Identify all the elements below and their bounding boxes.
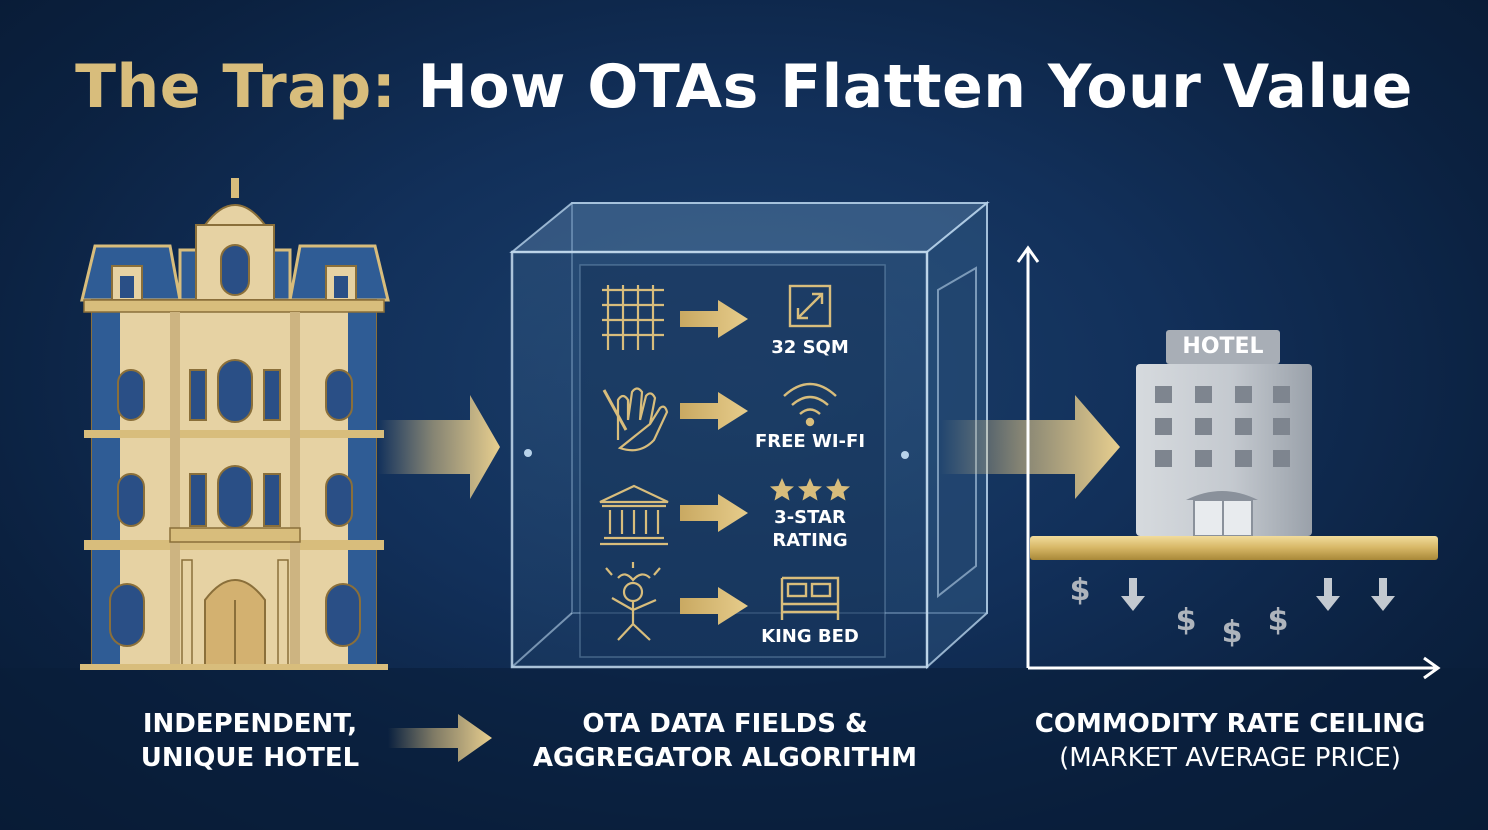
flow-arrow-2 (940, 395, 1120, 499)
field-label-line: KING BED (761, 626, 859, 647)
price-axes (1016, 245, 1441, 680)
y-axis-arrowhead (1016, 245, 1040, 263)
stage-label-line: COMMODITY RATE CEILING (1034, 709, 1426, 739)
page-title: The Trap: How OTAs Flatten Your Value (0, 52, 1488, 122)
down-arrow-icon (1371, 578, 1395, 611)
expand-arrows-icon (788, 284, 832, 328)
stage-label-line: OTA DATA FIELDS & (582, 709, 868, 739)
dollar-sign: $ (1222, 615, 1243, 650)
down-arrow-icon (1121, 578, 1145, 611)
title-rest: How OTAs Flatten Your Value (417, 52, 1413, 122)
bottom-flow-arrow (388, 714, 492, 762)
pattern-icon (602, 285, 664, 350)
field-label-wifi: FREE WI-FI (730, 430, 890, 453)
x-axis-arrowhead (1423, 656, 1441, 680)
commodity-hotel-illustration (1136, 364, 1312, 537)
floor-band (0, 668, 1488, 830)
stage-label-subline: (MARKET AVERAGE PRICE) (1059, 743, 1401, 773)
relaxed-guest-icon (605, 562, 661, 641)
title-highlight: The Trap: (75, 52, 397, 122)
field-label-line: 3-STAR (774, 507, 846, 528)
down-arrow-icon (1316, 578, 1340, 611)
heritage-building-icon (599, 484, 669, 546)
field-label-line: 32 SQM (771, 337, 849, 358)
dollar-sign: $ (1176, 603, 1197, 638)
dollar-sign: $ (1070, 573, 1091, 608)
field-label-rating: 3-STAR RATING (740, 506, 880, 552)
stage-label-independent-hotel: INDEPENDENT, UNIQUE HOTEL (70, 707, 430, 775)
downward-price-arrows (1121, 578, 1395, 611)
rate-ceiling-bar (1030, 536, 1438, 560)
stage-label-rate-ceiling: COMMODITY RATE CEILING (MARKET AVERAGE P… (1010, 707, 1450, 775)
field-arrows (680, 300, 748, 625)
bed-icon (780, 576, 840, 620)
stage-label-line: AGGREGATOR ALGORITHM (532, 743, 918, 773)
field-arrow-2 (680, 392, 748, 430)
field-arrow-3 (680, 494, 748, 532)
stage-label-line: INDEPENDENT, (142, 709, 358, 739)
field-label-line: FREE WI-FI (754, 431, 866, 452)
hotel-sign: HOTEL (1166, 330, 1280, 364)
ornate-hotel-illustration (80, 178, 390, 670)
dollar-sign: $ (1268, 603, 1289, 638)
field-arrow-1 (680, 300, 748, 338)
wifi-icon (783, 382, 837, 427)
field-label-line: RATING (772, 530, 848, 551)
stage-label-ota-fields: OTA DATA FIELDS & AGGREGATOR ALGORITHM (500, 707, 950, 775)
flow-arrow-1 (378, 395, 500, 499)
field-arrow-4 (680, 587, 748, 625)
artisan-hand-icon (602, 387, 669, 452)
stage-label-line: UNIQUE HOTEL (140, 743, 360, 773)
field-label-size: 32 SQM (740, 336, 880, 359)
three-stars-icon (770, 478, 850, 501)
field-label-bed: KING BED (740, 625, 880, 648)
